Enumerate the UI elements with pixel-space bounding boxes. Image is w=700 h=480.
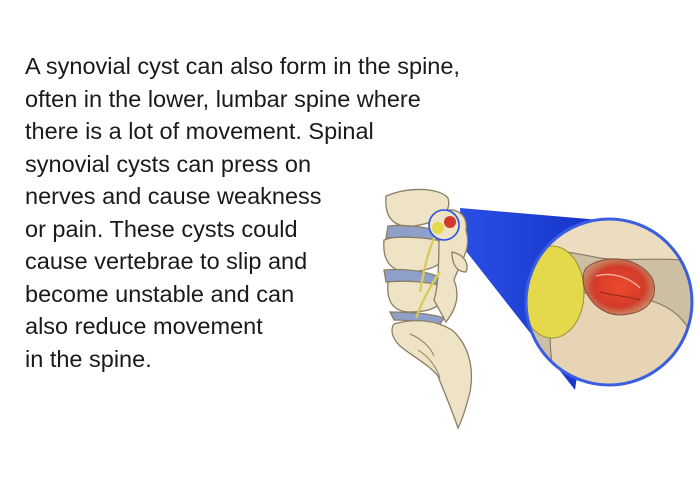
text-line: in the spine. [25,345,152,372]
text-line: cause vertebrae to slip and [25,248,308,274]
text-line: synovial cysts can press on [25,150,312,177]
text-line: often in the lower, lumbar spine where [25,85,421,112]
text-line: nerves and cause weakness [25,183,322,209]
text-line: or pain. These cysts could [25,215,298,242]
magnified-view [524,217,694,387]
body-text: A synovial cyst can also form in the spi… [25,50,460,375]
lumbar-spine [383,188,473,430]
text-line: there is a lot of movement. Spinal [25,118,374,144]
text-line: become unstable and can [25,280,295,307]
text-line: A synovial cyst can also form in the spi… [25,53,460,79]
text-line: also reduce movement [25,313,263,339]
